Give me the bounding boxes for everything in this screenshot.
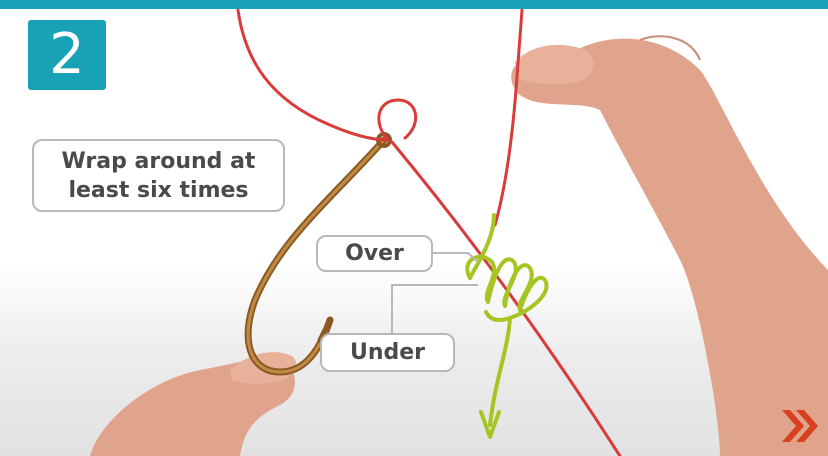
double-chevron-right-icon[interactable] [778, 404, 822, 448]
step-number: 2 [49, 22, 85, 87]
over-callout: Over [316, 235, 433, 272]
wrap-path [467, 215, 546, 437]
under-label: Under [350, 340, 425, 365]
over-label: Over [345, 241, 404, 266]
top-accent-bar [0, 0, 828, 9]
step-number-badge: 2 [28, 20, 106, 90]
wrap-instruction-callout: Wrap around at least six times [32, 139, 285, 212]
wrap-instruction-line-1: Wrap around at [34, 147, 283, 176]
wrap-instruction-line-2: least six times [34, 176, 283, 205]
right-hand [511, 36, 828, 456]
under-callout: Under [320, 333, 455, 372]
